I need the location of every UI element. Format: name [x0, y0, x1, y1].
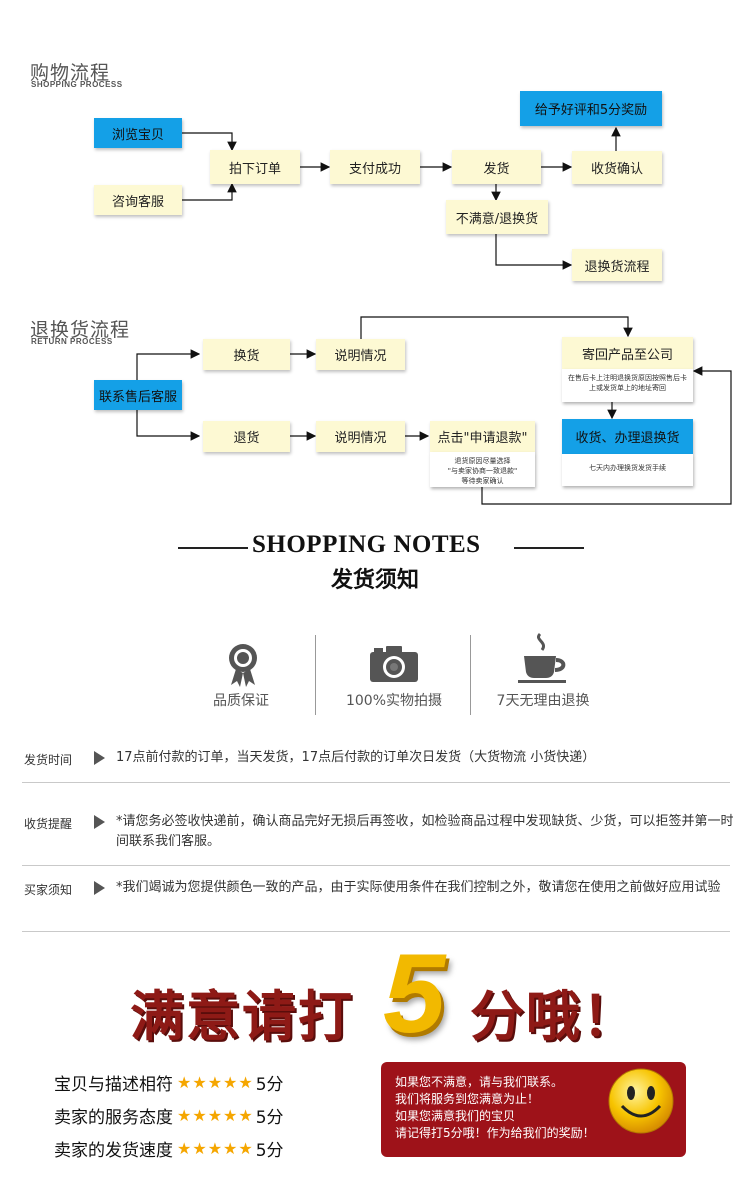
apply-note-line-2: "与卖家协商一致退款" — [447, 467, 518, 475]
rating-label: 卖家的发货速度 — [54, 1141, 173, 1161]
info-label-shipping-time: 发货时间 — [24, 753, 73, 767]
contact-line-2: 我们将服务到您满意为止！ — [395, 1092, 540, 1106]
feature-label: 品质保证 — [213, 693, 269, 709]
info-text-buyer-notice: *我们竭诚为您提供颜色一致的产品，由于实际使用条件在我们控制之外，敬请您在使用之… — [116, 880, 721, 895]
info-label-receipt-reminder: 收货提醒 — [24, 817, 73, 831]
info-label-buyer-notice: 买家须知 — [24, 883, 73, 897]
step-give-review: 给予好评和5分奖励 — [520, 91, 662, 126]
rating-label: 卖家的服务态度 — [54, 1108, 173, 1128]
step-payment-success: 支付成功 — [330, 150, 420, 184]
info-divider — [22, 931, 730, 932]
feature-label: 7天无理由退换 — [496, 693, 590, 709]
notes-title-en: SHOPPING NOTES — [252, 531, 481, 558]
smiley-face-icon — [606, 1066, 676, 1140]
feature-divider — [470, 635, 471, 715]
rating-row: 卖家的服务态度 ★★★★★ 5分 — [54, 1099, 354, 1132]
contact-line-4: 请记得打5分哦！作为给我们的奖励！ — [395, 1126, 595, 1140]
ratings-list: 宝贝与描述相符 ★★★★★ 5分 卖家的服务态度 ★★★★★ 5分 卖家的发货速… — [54, 1066, 354, 1165]
shopping-process-title: 购物流程 — [30, 62, 111, 84]
info-text-receipt-reminder: *请您务必签收快递前，确认商品完好无损后再签收，如检验商品过程中发现缺货、少货，… — [116, 814, 734, 849]
return-process-title: 退换货流程 — [30, 319, 131, 341]
step-confirm-receipt: 收货确认 — [572, 151, 662, 184]
feature-label: 100%实物拍摄 — [345, 693, 443, 709]
shopping-process-connectors — [136, 126, 732, 505]
notes-rule-right — [514, 547, 584, 549]
step-unsatisfied-return: 不满意/退换货 — [446, 200, 548, 234]
send-back-note: 在售后卡上注明退换货原因按照售后卡上或发货单上的地址寄回 — [562, 369, 693, 402]
info-divider — [22, 865, 730, 866]
step-ship: 发货 — [452, 150, 541, 184]
step-receive-process: 收货、办理退换货 — [562, 419, 693, 454]
banner-text-part1: 满意请打 — [130, 985, 354, 1048]
info-text-shipping-time: 17点前付款的订单，当天发货，17点后付款的订单次日发货（大货物流 小货快递） — [116, 750, 596, 765]
step-return-flow: 退换货流程 — [572, 249, 662, 281]
feature-divider — [315, 635, 316, 715]
notes-title-cn: 发货须知 — [330, 568, 419, 593]
rating-row: 宝贝与描述相符 ★★★★★ 5分 — [54, 1066, 354, 1099]
step-place-order: 拍下订单 — [210, 150, 300, 184]
rating-score: 5分 — [255, 1075, 284, 1095]
step-apply-refund: 点击"申请退款" — [430, 421, 535, 452]
rating-label: 宝贝与描述相符 — [54, 1075, 173, 1095]
step-explain-refund: 说明情况 — [316, 421, 405, 452]
step-browse-items: 浏览宝贝 — [94, 118, 182, 148]
step-contact-after-sales: 联系售后客服 — [94, 380, 182, 410]
contact-line-1: 如果您不满意，请与我们联系。 — [395, 1075, 564, 1089]
rating-row: 卖家的发货速度 ★★★★★ 5分 — [54, 1132, 354, 1165]
ribbon-award-icon — [228, 643, 258, 691]
star-icons: ★★★★★ — [177, 1106, 254, 1125]
rating-score: 5分 — [255, 1108, 284, 1128]
info-divider — [22, 782, 730, 783]
coffee-cup-icon — [518, 632, 570, 688]
banner-five: 5 — [383, 931, 446, 1056]
apply-note-line-1: 退货原因尽量选择 — [454, 457, 511, 465]
play-arrow-icon — [94, 815, 105, 829]
rating-score: 5分 — [255, 1141, 284, 1161]
play-arrow-icon — [94, 881, 105, 895]
notes-rule-left — [178, 547, 248, 549]
apply-note-line-3: 等待卖家确认 — [461, 477, 504, 485]
apply-refund-note: 退货原因尽量选择 "与卖家协商一致退款" 等待卖家确认 — [430, 452, 535, 487]
step-send-back: 寄回产品至公司 — [562, 337, 693, 369]
contact-line-3: 如果您满意我们的宝贝 — [395, 1109, 516, 1123]
step-refund: 退货 — [203, 421, 290, 452]
star-icons: ★★★★★ — [177, 1073, 254, 1092]
step-explain-exchange: 说明情况 — [316, 339, 405, 370]
step-consult-service: 咨询客服 — [94, 185, 182, 215]
step-exchange: 换货 — [203, 339, 290, 370]
banner-text-part2: 分哦！ — [470, 985, 638, 1048]
star-icons: ★★★★★ — [177, 1139, 254, 1158]
return-process-subtitle: RETURN PROCESS — [31, 337, 113, 346]
camera-icon — [370, 646, 418, 686]
shopping-process-subtitle: SHOPPING PROCESS — [31, 80, 123, 89]
play-arrow-icon — [94, 751, 105, 765]
receive-note: 七天内办理换货发货手续 — [562, 454, 693, 486]
